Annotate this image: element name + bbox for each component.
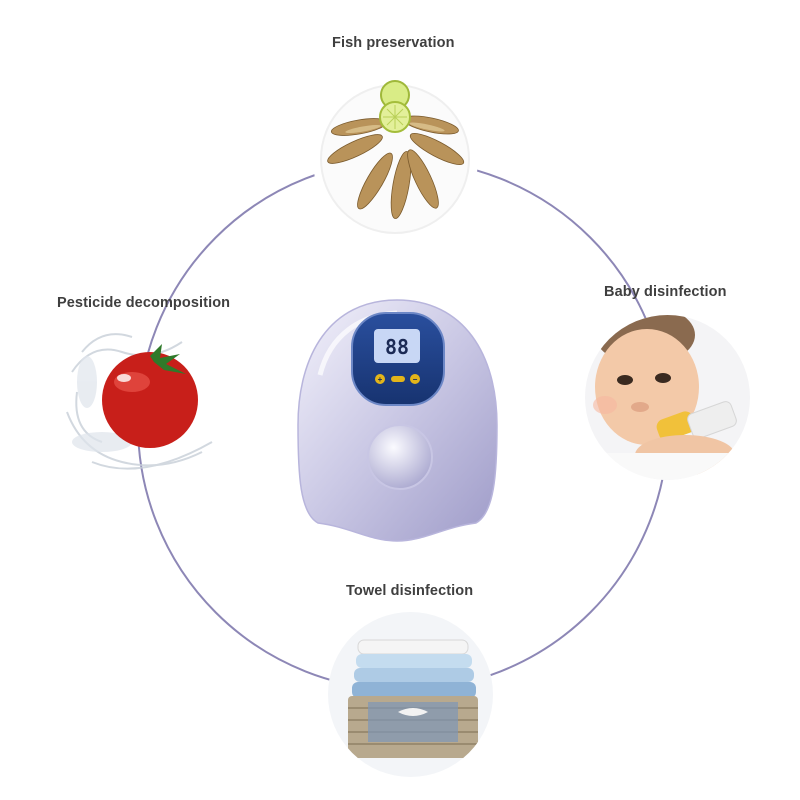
plus-button[interactable]	[375, 374, 385, 384]
ozone-purifier-device: 88 + −	[290, 295, 505, 545]
display-screen	[374, 329, 420, 363]
fish-plate-image	[313, 77, 478, 242]
minus-icon: −	[413, 375, 418, 384]
display-digits: 88	[385, 335, 409, 359]
on-off-button[interactable]	[391, 376, 405, 382]
tomato-water-splash-image	[62, 322, 222, 482]
fish-preservation-label: Fish preservation	[332, 35, 455, 51]
plus-icon: +	[378, 375, 383, 384]
towel-basket-image	[328, 612, 493, 777]
minus-button[interactable]	[410, 374, 420, 384]
baby-disinfection-label: Baby disinfection	[604, 284, 727, 300]
towel-disinfection-label: Towel disinfection	[346, 583, 474, 599]
pesticide-decomposition-label: Pesticide decomposition	[57, 295, 231, 311]
baby-with-bottle-image	[585, 315, 750, 480]
center-knob	[367, 424, 433, 490]
